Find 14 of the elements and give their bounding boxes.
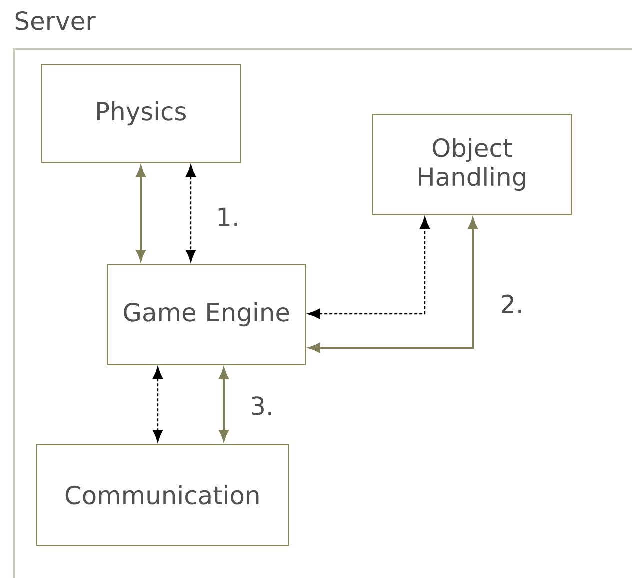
frame-heading: Server: [16, 12, 96, 30]
component-box: Communication: [36, 444, 290, 546]
arrow: [152, 366, 164, 442]
arrow: [136, 166, 146, 262]
callout-number: 3.: [252, 396, 272, 416]
component-box: Game Engine: [107, 264, 306, 366]
arrow: [308, 216, 430, 320]
component-box: Physics: [41, 64, 242, 164]
callout-number: 2.: [502, 294, 522, 314]
callout-number: 1.: [218, 208, 238, 226]
arrow: [219, 368, 229, 442]
arrow: [186, 164, 196, 262]
component-box: Object Handling: [372, 114, 572, 216]
arrow: [309, 218, 478, 353]
